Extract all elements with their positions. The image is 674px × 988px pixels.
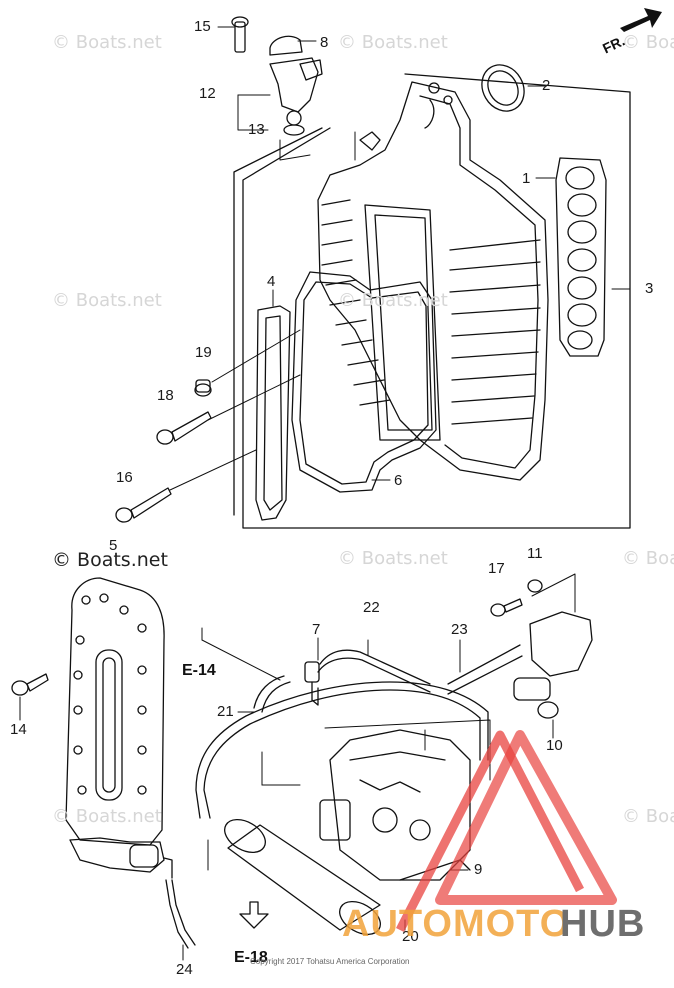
automotohub-logo-triangle <box>395 730 617 933</box>
watermark-9: © Boats.net <box>622 806 674 827</box>
brand-hub: HUB <box>560 903 646 945</box>
bolt-19 <box>194 379 212 397</box>
sensor-assembly <box>231 16 323 136</box>
hose-24 <box>165 879 196 961</box>
callout-2: 2 <box>542 77 551 94</box>
callout-19: 19 <box>195 344 212 361</box>
callout-11: 11 <box>527 545 543 562</box>
bolt-14 <box>11 673 49 696</box>
watermark-dark: © Boats.net <box>52 549 168 571</box>
reference-e14: E-14 <box>182 662 216 679</box>
bolt-16 <box>115 487 172 523</box>
throttle-body-block <box>319 729 471 881</box>
cover-plate-5 <box>65 577 165 846</box>
watermark-3: © Boats.net <box>52 290 162 311</box>
callout-6: 6 <box>394 472 403 489</box>
callout-18: 18 <box>157 387 174 404</box>
callout-9: 9 <box>474 861 483 878</box>
intake-gasket <box>555 157 607 357</box>
watermark-8: © Boats.net <box>52 806 162 827</box>
o-ring-2 <box>481 64 525 112</box>
callout-22: 22 <box>363 599 380 616</box>
callout-20: 20 <box>402 928 419 945</box>
callout-15: 15 <box>194 18 211 35</box>
watermark-4: © Boats.net <box>338 290 448 311</box>
callout-16: 16 <box>116 469 133 486</box>
watermark-7: © Boats.net <box>622 32 674 53</box>
callout-17: 17 <box>488 560 505 577</box>
callout-23: 23 <box>451 621 468 638</box>
callout-3: 3 <box>645 280 654 297</box>
callout-24: 24 <box>176 961 193 978</box>
watermark-5: © Boats.net <box>338 548 448 569</box>
hose-21 <box>253 675 291 713</box>
callout-4: 4 <box>267 273 276 290</box>
main-hose-loop <box>195 681 489 819</box>
hose-23 <box>447 644 523 695</box>
intake-manifold <box>317 81 549 481</box>
brand-automoto: AUTOMOTO <box>342 903 571 945</box>
watermark-6: © Boats.net <box>622 548 674 569</box>
valve-assembly-10 <box>513 611 593 719</box>
callout-8: 8 <box>320 34 329 51</box>
ref-arrow-e18 <box>239 901 269 929</box>
front-direction-arrow-icon <box>620 8 662 32</box>
upper-group-frame <box>233 73 631 529</box>
nut-11 <box>527 579 543 593</box>
callout-13: 13 <box>248 121 265 138</box>
cover-gasket-4 <box>255 305 291 521</box>
callout-7: 7 <box>312 621 321 638</box>
callout-10: 10 <box>546 737 563 754</box>
callout-1: 1 <box>522 170 531 187</box>
callout-12: 12 <box>199 85 216 102</box>
connector-7 <box>304 661 320 706</box>
hose-22 <box>317 649 431 693</box>
reference-e18: E-18 <box>234 949 268 966</box>
manifold-gasket-6 <box>291 271 437 493</box>
callout-14: 14 <box>10 721 27 738</box>
callout-5: 5 <box>109 537 118 554</box>
filter-canister <box>224 818 381 936</box>
bolt-18 <box>156 411 212 445</box>
watermark-1: © Boats.net <box>52 32 162 53</box>
watermark-2: © Boats.net <box>338 32 448 53</box>
callout-21: 21 <box>217 703 234 720</box>
copyright-notice: Copyright 2017 Tohatsu America Corporati… <box>250 957 410 966</box>
fuel-pump <box>69 837 173 879</box>
bolt-17 <box>490 598 523 617</box>
